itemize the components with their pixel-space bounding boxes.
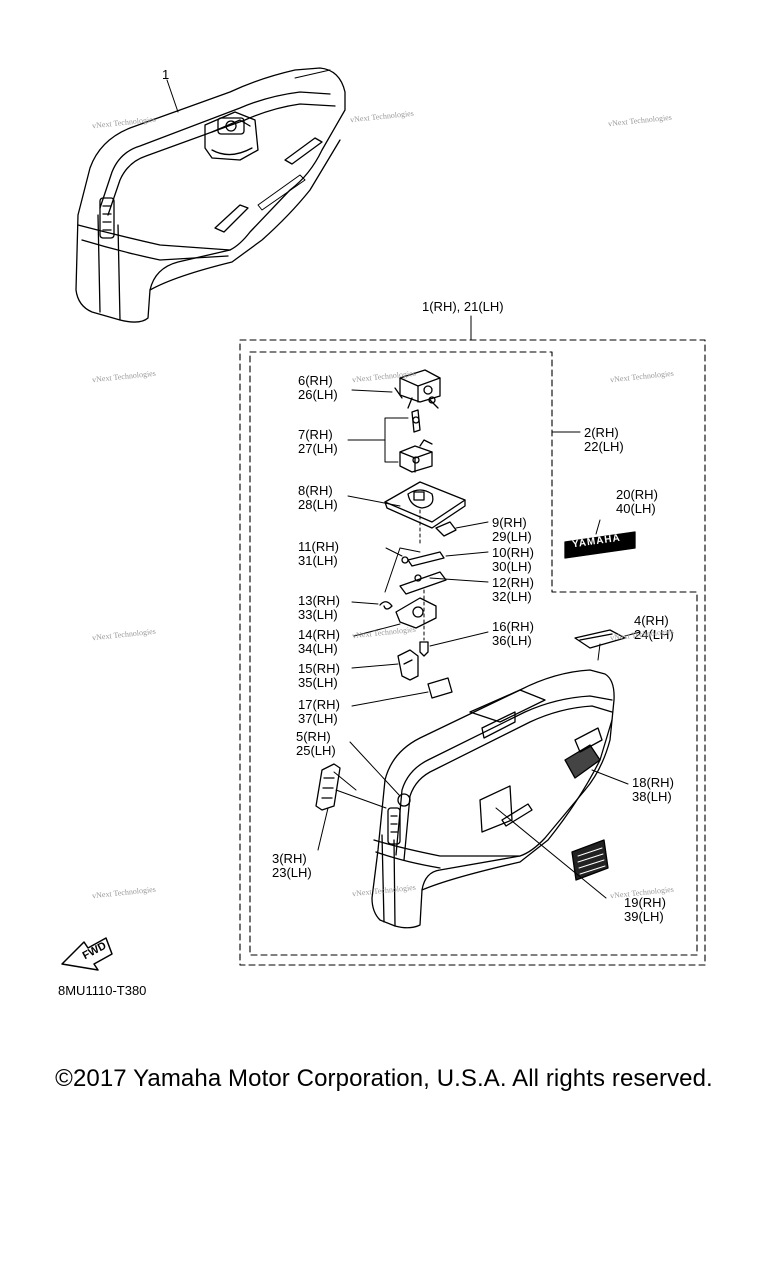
saddlebag-assembled bbox=[75, 67, 346, 323]
part-reflector bbox=[574, 629, 641, 661]
label-4: 4(RH)24(LH) bbox=[634, 613, 674, 642]
part-side-latch bbox=[315, 763, 387, 851]
label-10: 10(RH)30(LH) bbox=[492, 545, 534, 574]
part-latch-mechanism bbox=[384, 547, 489, 595]
part-clip bbox=[351, 649, 419, 681]
label-14: 14(RH)34(LH) bbox=[298, 627, 340, 656]
callout-1: 1 bbox=[162, 67, 170, 82]
assembly-outline bbox=[239, 339, 706, 966]
label-13: 13(RH)33(LH) bbox=[298, 593, 340, 622]
part-key-cylinder bbox=[347, 409, 433, 473]
label-16: 16(RH)36(LH) bbox=[492, 619, 534, 648]
copyright-notice: ©2017 Yamaha Motor Corporation, U.S.A. A… bbox=[55, 1065, 713, 1092]
part-caution-label bbox=[495, 807, 609, 899]
label-19: 19(RH)39(LH) bbox=[624, 895, 666, 924]
label-2: 2(RH)22(LH) bbox=[584, 425, 624, 454]
label-5: 5(RH)25(LH) bbox=[296, 729, 336, 758]
part-pad bbox=[351, 677, 453, 707]
part-9 bbox=[435, 521, 457, 537]
part-hook-spring bbox=[351, 597, 437, 637]
label-3: 3(RH)23(LH) bbox=[272, 851, 312, 880]
part-base-plate bbox=[347, 481, 466, 546]
fwd-arrow-icon bbox=[61, 937, 113, 971]
part-lock-assembly bbox=[351, 369, 441, 409]
diagram-code: 8MU1110-T380 bbox=[58, 983, 147, 998]
label-15: 15(RH)35(LH) bbox=[298, 661, 340, 690]
label-9: 9(RH)29(LH) bbox=[492, 515, 532, 544]
label-8: 8(RH)28(LH) bbox=[298, 483, 338, 512]
label-11: 11(RH)31(LH) bbox=[298, 539, 339, 568]
yamaha-emblem bbox=[564, 519, 636, 559]
label-7: 7(RH)27(LH) bbox=[298, 427, 338, 456]
label-12: 12(RH)32(LH) bbox=[492, 575, 534, 604]
label-20: 20(RH)40(LH) bbox=[616, 487, 658, 516]
label-6: 6(RH)26(LH) bbox=[298, 373, 338, 402]
part-screw bbox=[419, 589, 489, 657]
saddlebag-exploded bbox=[371, 669, 615, 929]
label-17: 17(RH)37(LH) bbox=[298, 697, 340, 726]
assembly-label: 1(RH), 21(LH) bbox=[422, 299, 504, 314]
label-18: 18(RH)38(LH) bbox=[632, 775, 674, 804]
